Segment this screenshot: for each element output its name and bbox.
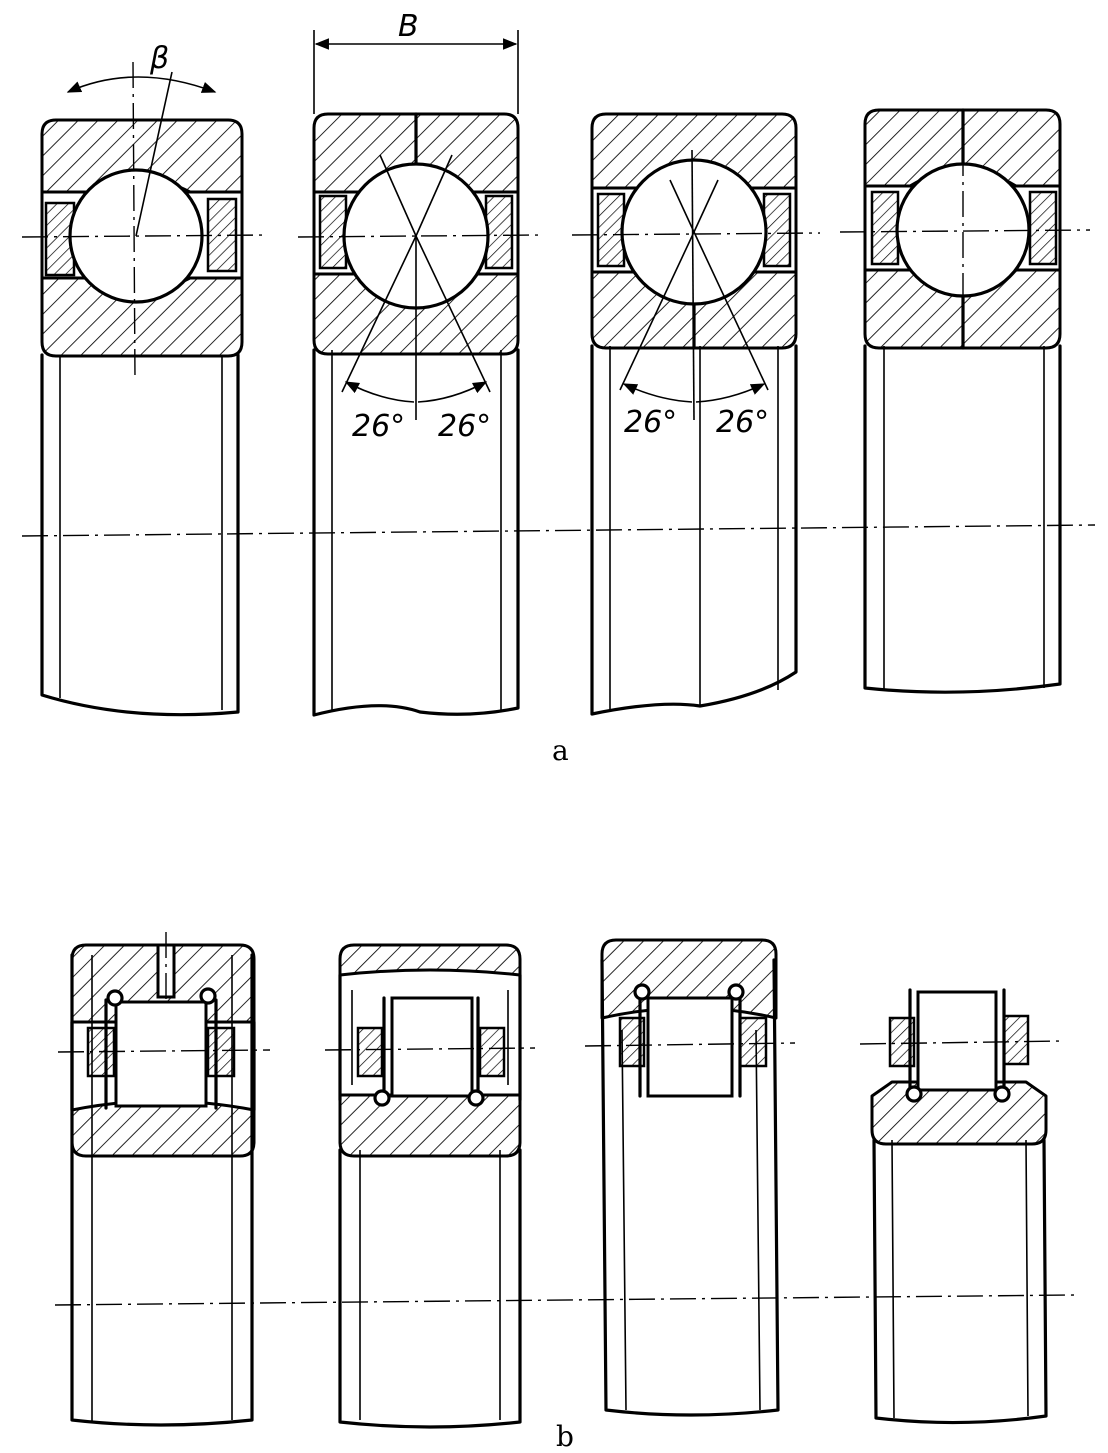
bearing-b2 (324, 943, 536, 1429)
angle-label-right: 26° (438, 409, 491, 444)
bearing-a1: β (21, 41, 269, 717)
bearing-b4 (859, 988, 1061, 1425)
caption-b: b (556, 1420, 574, 1453)
bearing-b1 (57, 932, 271, 1427)
angle-label-right-2: 26° (716, 405, 769, 440)
bearing-b3 (584, 938, 796, 1417)
width-B-label: B (398, 9, 419, 44)
caption-a: a (552, 734, 569, 767)
bearing-a3: 26° 26° (571, 112, 821, 716)
row-a: β B 26° 26° (21, 9, 1096, 767)
angle-label-left: 26° (352, 409, 405, 444)
angle-label-left-2: 26° (624, 405, 677, 440)
beta-label: β (149, 41, 169, 76)
row-b-shaft-axis (54, 1294, 1076, 1306)
row-b: b (54, 932, 1076, 1453)
row-a-shaft-axis (21, 524, 1096, 537)
bearing-a4 (839, 108, 1091, 694)
bearing-a2: B 26° 26° (297, 9, 541, 717)
